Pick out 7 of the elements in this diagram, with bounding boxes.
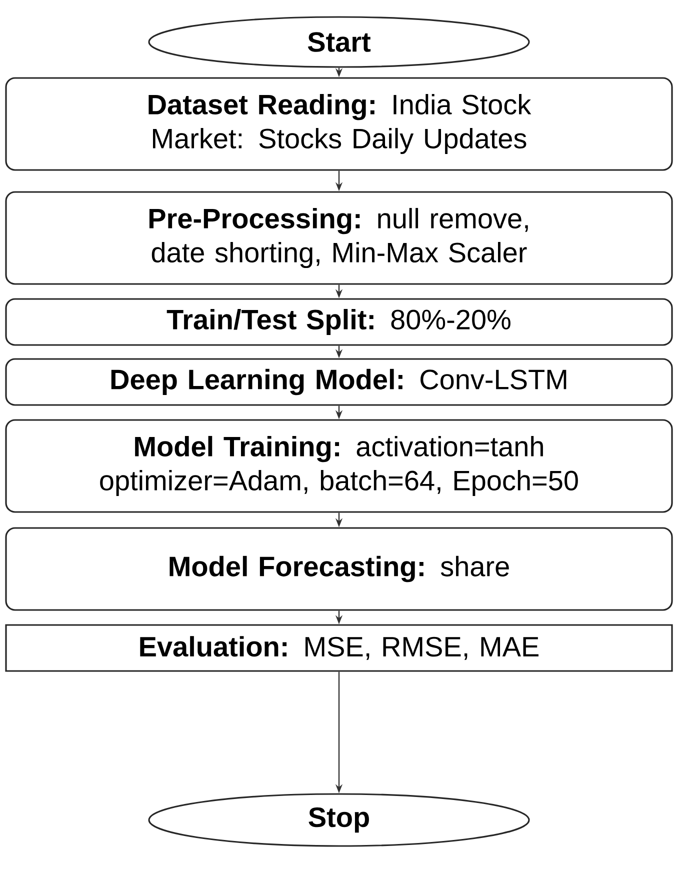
process-box: Train/Test Split: 80%-20% xyxy=(5,298,673,346)
process-box: Evaluation: MSE, RMSE, MAE xyxy=(5,624,673,672)
process-box: Model Forecasting: share xyxy=(5,527,673,611)
process-box: Pre-Processing: null remove, date shorting, Min-Max Scaler xyxy=(5,191,673,285)
process-box: Dataset Reading: India Stock Market: Stocks Daily Updates xyxy=(5,77,673,171)
process-box: Model Training: activation=tanh optimizer=Adam, batch=64, Epoch=50 xyxy=(5,419,673,513)
process-box: Deep Learning Model: Conv-LSTM xyxy=(5,358,673,406)
